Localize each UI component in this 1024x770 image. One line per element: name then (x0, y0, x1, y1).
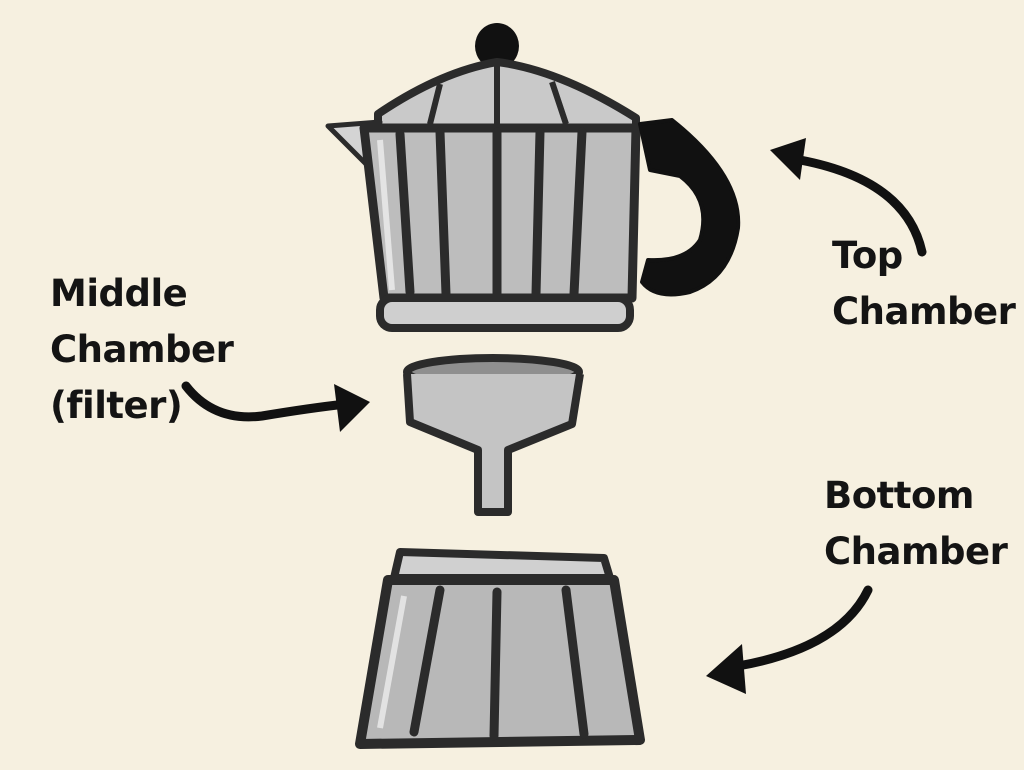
label-bottom-line2: Chamber (824, 530, 1008, 573)
lid-knob (475, 23, 519, 69)
bottom-chamber (355, 548, 645, 749)
label-middle-line1: Middle (50, 272, 188, 315)
top-chamber-base-ring (376, 294, 634, 332)
label-middle-chamber: Middle Chamber (filter) (50, 266, 234, 434)
bottom-chamber-rim (390, 548, 614, 582)
label-top-chamber: Top Chamber (832, 228, 1016, 340)
label-middle-line3: (filter) (50, 384, 183, 427)
middle-chamber-filter (403, 354, 584, 516)
label-top-line1: Top (832, 234, 903, 277)
label-middle-line2: Chamber (50, 328, 234, 371)
handle (638, 118, 741, 297)
label-top-line2: Chamber (832, 290, 1016, 333)
lid (374, 58, 640, 132)
filter-funnel (403, 373, 584, 516)
arrows (181, 138, 927, 694)
label-bottom-line1: Bottom (824, 474, 974, 517)
arrow-bottom-chamber (733, 585, 873, 671)
arrow-middle-chamber (181, 381, 351, 422)
top-chamber (325, 23, 741, 332)
arrow-top-chamber (795, 155, 927, 257)
label-bottom-chamber: Bottom Chamber (824, 468, 1008, 580)
